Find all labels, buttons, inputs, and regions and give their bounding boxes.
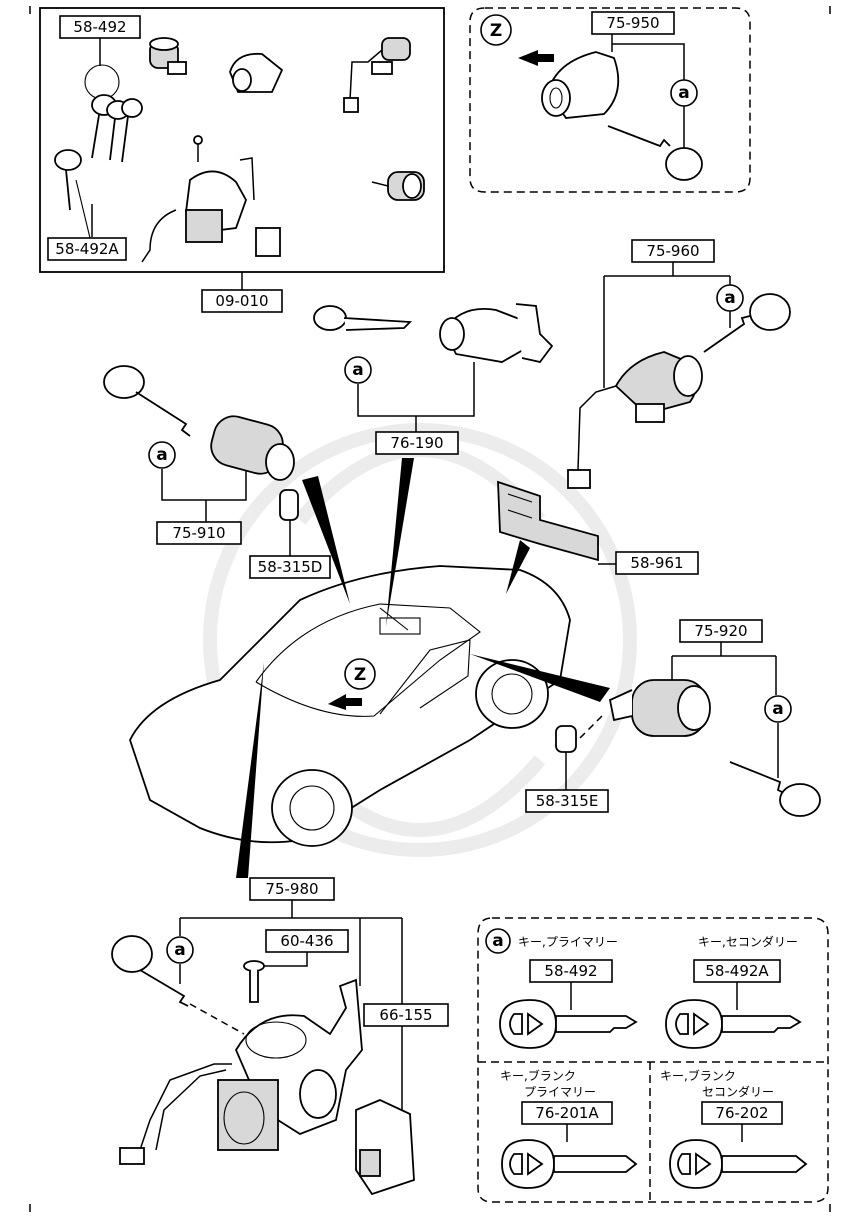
label-75-980-text: 75-980 [265,880,318,898]
label-75-960-text: 75-960 [646,242,699,260]
label-legend-76-202[interactable]: 76-202 [701,1101,783,1125]
page-corner-marks [29,6,831,1212]
callout-a-76-190: a [352,360,363,380]
label-60-436-text: 60-436 [280,932,333,950]
key-icon [607,125,703,181]
arrow-left-icon [328,694,362,710]
label-legend-76-202-text: 76-202 [715,1104,768,1122]
label-09-010[interactable]: 09-010 [201,289,283,313]
legend-blank-primary-line2: プライマリー [524,1085,596,1099]
leader-wedges [236,458,610,878]
secondary-key-icon [665,999,802,1049]
key-legend-box: a キー,プライマリー キー,セコンダリー 58-492 58-492A キー,… [477,917,829,1203]
door-lock-cylinder-rh [608,679,711,737]
view-z-callout-car: Z [354,665,366,685]
primary-key-icon [499,999,638,1049]
retainer-clip [555,725,577,753]
label-58-492[interactable]: 58-492 [59,15,141,39]
view-z-callout: Z [490,21,502,41]
label-75-960[interactable]: 75-960 [631,239,715,263]
label-58-492A[interactable]: 58-492A [47,237,127,261]
label-legend-58-492A[interactable]: 58-492A [693,959,781,983]
vehicle-outline [129,565,571,847]
blank-secondary-key-icon [669,1139,808,1189]
label-58-492A-text: 58-492A [55,240,119,258]
key-icon [729,761,821,817]
glovebox-cylinder-small [343,37,411,113]
label-66-155-text: 66-155 [379,1006,432,1024]
door-lock-cylinder [210,415,295,481]
steering-lock-ignition-switch [119,978,363,1165]
label-75-980[interactable]: 75-980 [249,877,335,901]
label-75-950[interactable]: 75-950 [591,11,675,35]
callout-a-75-920: a [772,699,783,719]
label-legend-76-201A-text: 76-201A [535,1104,599,1122]
label-58-315D-text: 58-315D [258,558,323,576]
console-lid-striker [497,480,599,562]
door-cylinder-small [149,37,187,75]
label-58-315D[interactable]: 58-315D [249,555,331,579]
label-75-920-text: 75-920 [694,622,747,640]
ignition-switch-small [141,135,281,263]
callout-a-75-910: a [156,445,167,465]
blank-primary-key-icon [501,1139,638,1189]
key-icon [103,365,191,437]
trunk-cylinder-small [229,52,284,93]
screw-bolt [243,960,265,1003]
callout-a-75-960: a [724,288,735,308]
label-66-155[interactable]: 66-155 [363,1003,449,1027]
legend-blank-secondary-line2: セコンダリー [702,1084,774,1099]
callout-a-legend: a [492,931,503,951]
label-58-315E-text: 58-315E [536,792,599,810]
console-lock-cylinder [439,303,554,364]
kit-box-09-010 [39,7,445,273]
label-58-492-text: 58-492 [73,18,126,36]
ignition-switch-unit [355,1099,415,1196]
door-cylinder-key [371,171,425,201]
view-z-box: Z [469,7,751,193]
callout-a-75-980: a [174,940,185,960]
label-75-920[interactable]: 75-920 [679,619,763,643]
label-58-961[interactable]: 58-961 [615,551,699,575]
retainer-clip [279,489,299,521]
label-09-010-text: 09-010 [215,292,268,310]
label-legend-58-492-text: 58-492 [544,962,597,980]
label-60-436[interactable]: 60-436 [265,929,349,953]
key-ring-set [54,64,143,239]
legend-primary-key-label: キー,プライマリー [518,935,618,949]
label-58-961-text: 58-961 [630,554,683,572]
legend-blank-primary-line1: キー,ブランク [500,1068,576,1083]
label-76-190[interactable]: 76-190 [375,431,459,455]
glovebox-lock-assembly [567,351,703,489]
key-icon [703,293,791,353]
legend-secondary-key-label: キー,セコンダリー [698,934,798,949]
label-76-190-text: 76-190 [390,434,443,452]
key-icon [111,935,189,1007]
label-legend-58-492A-text: 58-492A [705,962,769,980]
label-legend-76-201A[interactable]: 76-201A [521,1101,613,1125]
legend-blank-secondary-line1: キー,ブランク [660,1068,736,1083]
arrow-left-icon [518,50,554,66]
label-legend-58-492[interactable]: 58-492 [529,959,613,983]
trunk-lock-cylinder [541,51,620,119]
key-icon [313,305,413,331]
label-75-910-text: 75-910 [172,524,225,542]
label-58-315E[interactable]: 58-315E [525,789,609,813]
label-75-910[interactable]: 75-910 [156,521,242,545]
callout-a-75-950: a [678,83,689,103]
label-75-950-text: 75-950 [606,14,659,32]
